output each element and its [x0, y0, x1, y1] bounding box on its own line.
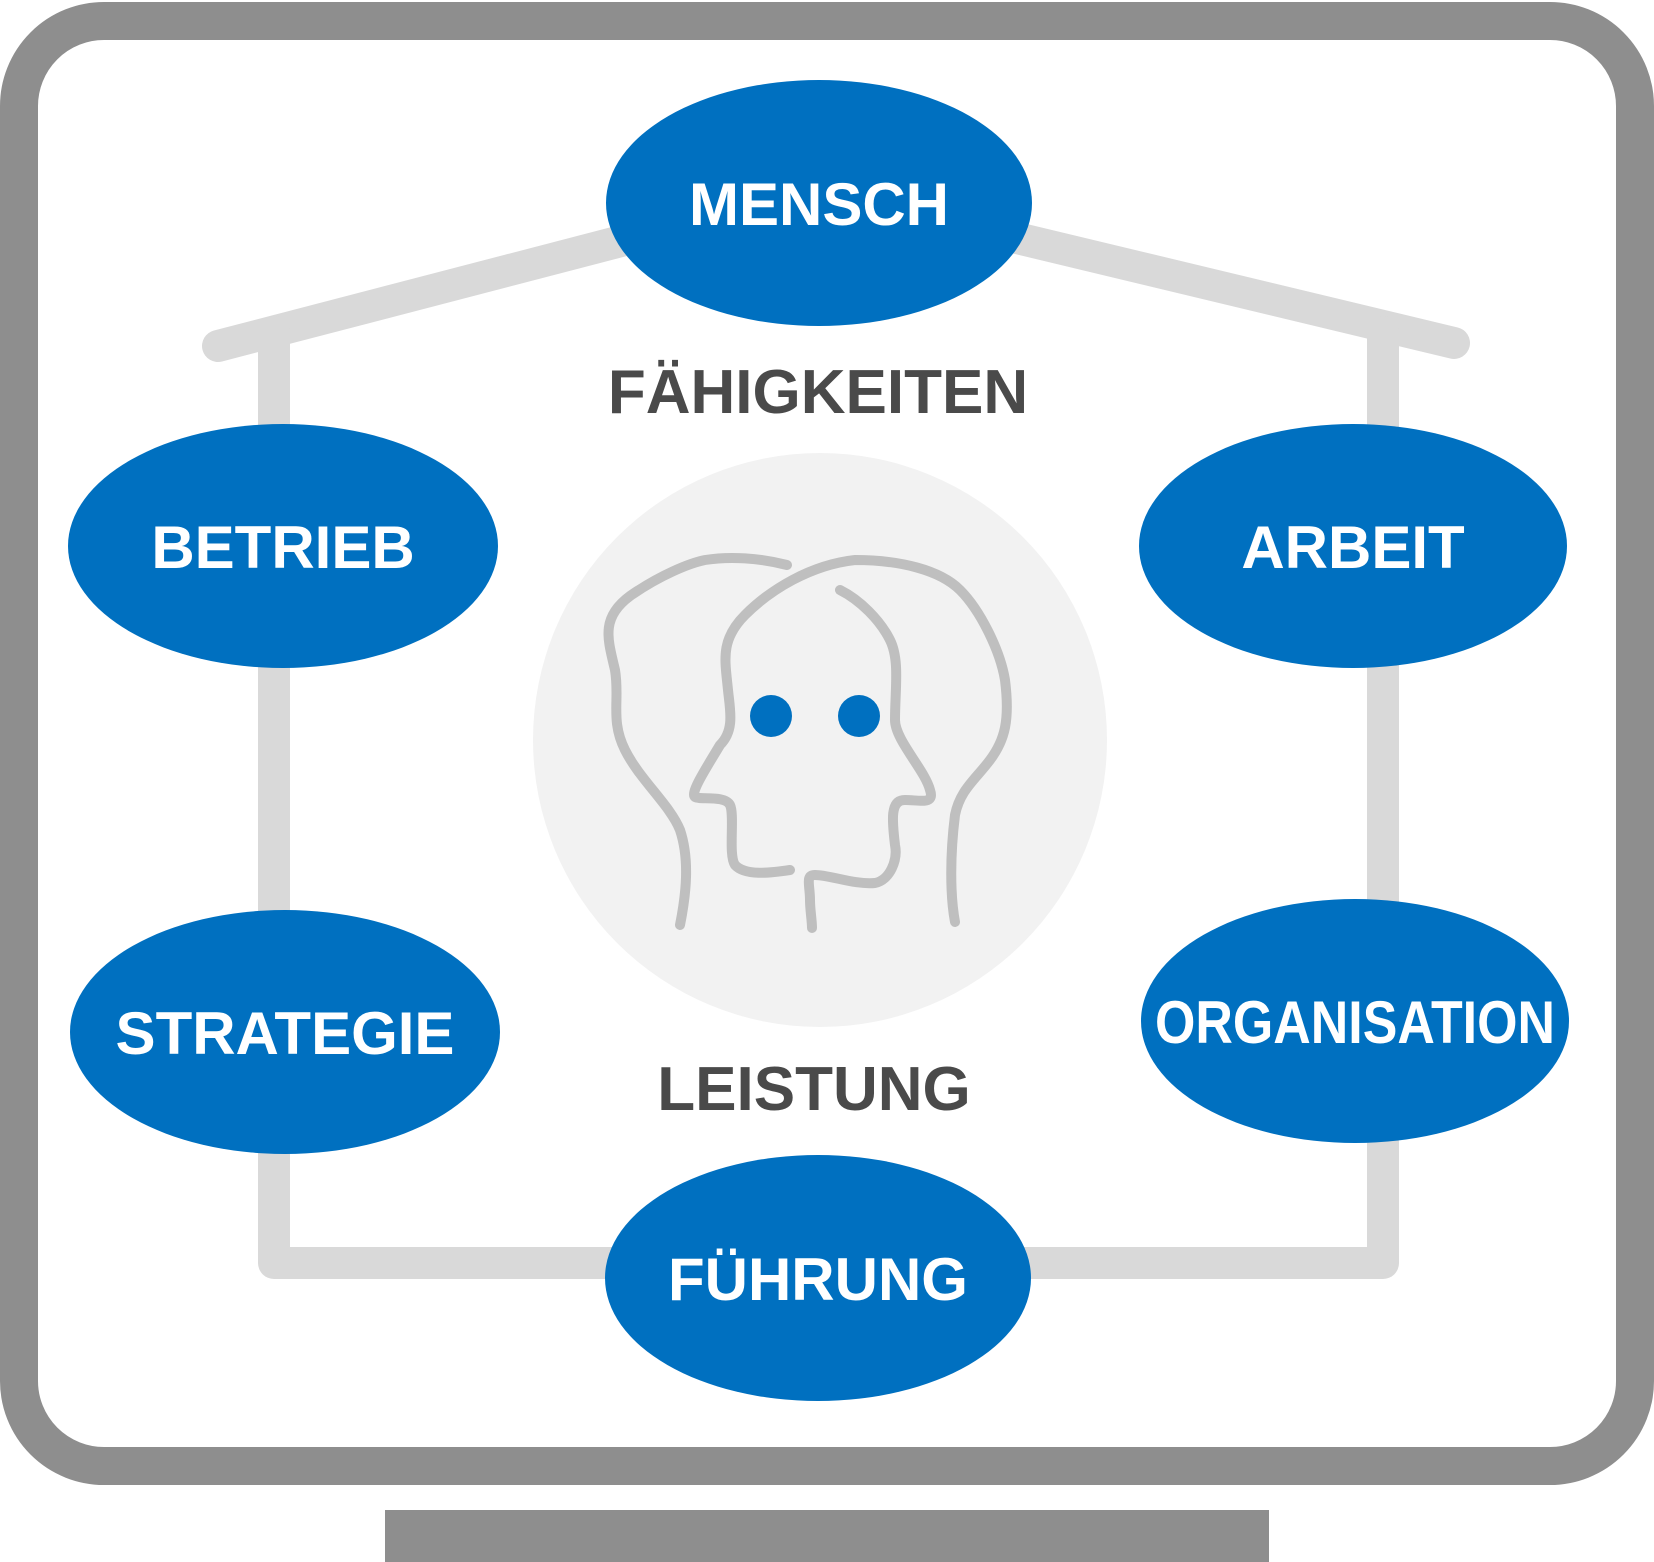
center-bottom-label: LEISTUNG: [657, 1055, 970, 1124]
right-eye-icon: [838, 695, 880, 737]
node-arbeit: ARBEIT: [1139, 424, 1567, 668]
node-fuehrung-label: FÜHRUNG: [668, 1246, 968, 1313]
node-fuehrung: FÜHRUNG: [605, 1155, 1031, 1401]
node-strategie: STRATEGIE: [70, 910, 500, 1154]
node-organisation-ellipse: [1141, 899, 1569, 1143]
face-profile-left: [689, 555, 1012, 927]
center-graphic: [533, 453, 1107, 1027]
two-heads-icon: [603, 552, 1012, 933]
node-arbeit-label: ARBEIT: [1241, 514, 1464, 581]
node-betrieb: BETRIEB: [68, 424, 498, 668]
node-betrieb-ellipse: [68, 424, 498, 668]
back-head-outline: [603, 552, 792, 930]
node-betrieb-label: BETRIEB: [151, 514, 414, 581]
node-organisation: ORGANISATION: [1141, 899, 1569, 1143]
monitor-stand: [385, 1510, 1269, 1562]
left-eye-icon: [750, 695, 792, 737]
node-organisation-label: ORGANISATION: [1155, 989, 1555, 1056]
node-mensch-label: MENSCH: [689, 171, 949, 238]
node-strategie-ellipse: [70, 910, 500, 1154]
node-mensch: MENSCH: [606, 80, 1032, 326]
node-arbeit-ellipse: [1139, 424, 1567, 668]
node-fuehrung-ellipse: [605, 1155, 1031, 1401]
node-strategie-label: STRATEGIE: [116, 1000, 455, 1067]
front-head-outline: [803, 585, 936, 933]
center-top-label: FÄHIGKEITEN: [608, 358, 1028, 427]
node-mensch-ellipse: [606, 80, 1032, 326]
